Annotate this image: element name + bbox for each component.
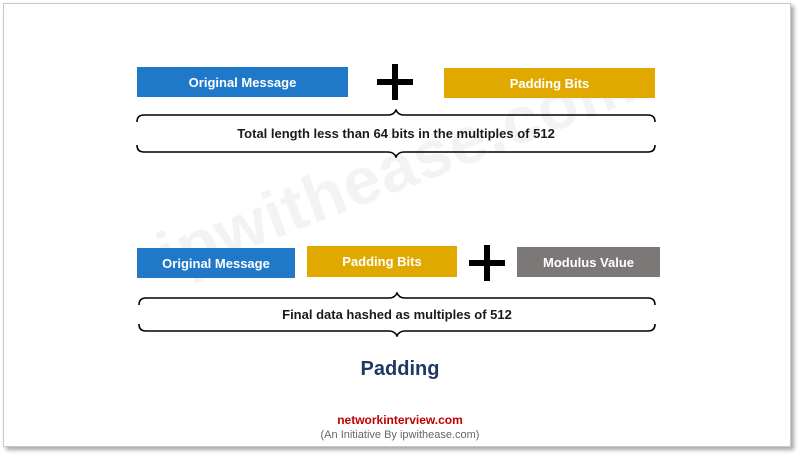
brace-label-1: Total length less than 64 bits in the mu…: [237, 126, 555, 141]
original-message-box-1: Original Message: [137, 67, 348, 97]
plus-icon-1: [377, 64, 413, 100]
padding-bits-box-2: Padding Bits: [307, 246, 457, 277]
bottom-brace-1: [136, 144, 656, 158]
site-tagline: (An Initiative By ipwithease.com): [320, 429, 480, 441]
original-message-label-2: Original Message: [162, 255, 270, 271]
original-message-box-2: Original Message: [137, 248, 295, 278]
brace-label-2: Final data hashed as multiples of 512: [282, 307, 512, 322]
top-brace-2: [138, 292, 656, 306]
padding-bits-box-1: Padding Bits: [444, 68, 655, 98]
padding-bits-label-1: Padding Bits: [509, 75, 590, 91]
top-brace-1: [136, 109, 656, 123]
plus-icon-2: [469, 245, 505, 281]
bottom-brace-2: [138, 323, 656, 337]
modulus-value-label: Modulus Value: [542, 254, 634, 270]
diagram-title: Padding: [360, 358, 440, 380]
modulus-value-box: Modulus Value: [517, 247, 660, 277]
original-message-label-1: Original Message: [188, 74, 297, 90]
padding-bits-label-2: Padding Bits: [342, 254, 422, 269]
site-name: networkinterview.com: [337, 413, 463, 427]
